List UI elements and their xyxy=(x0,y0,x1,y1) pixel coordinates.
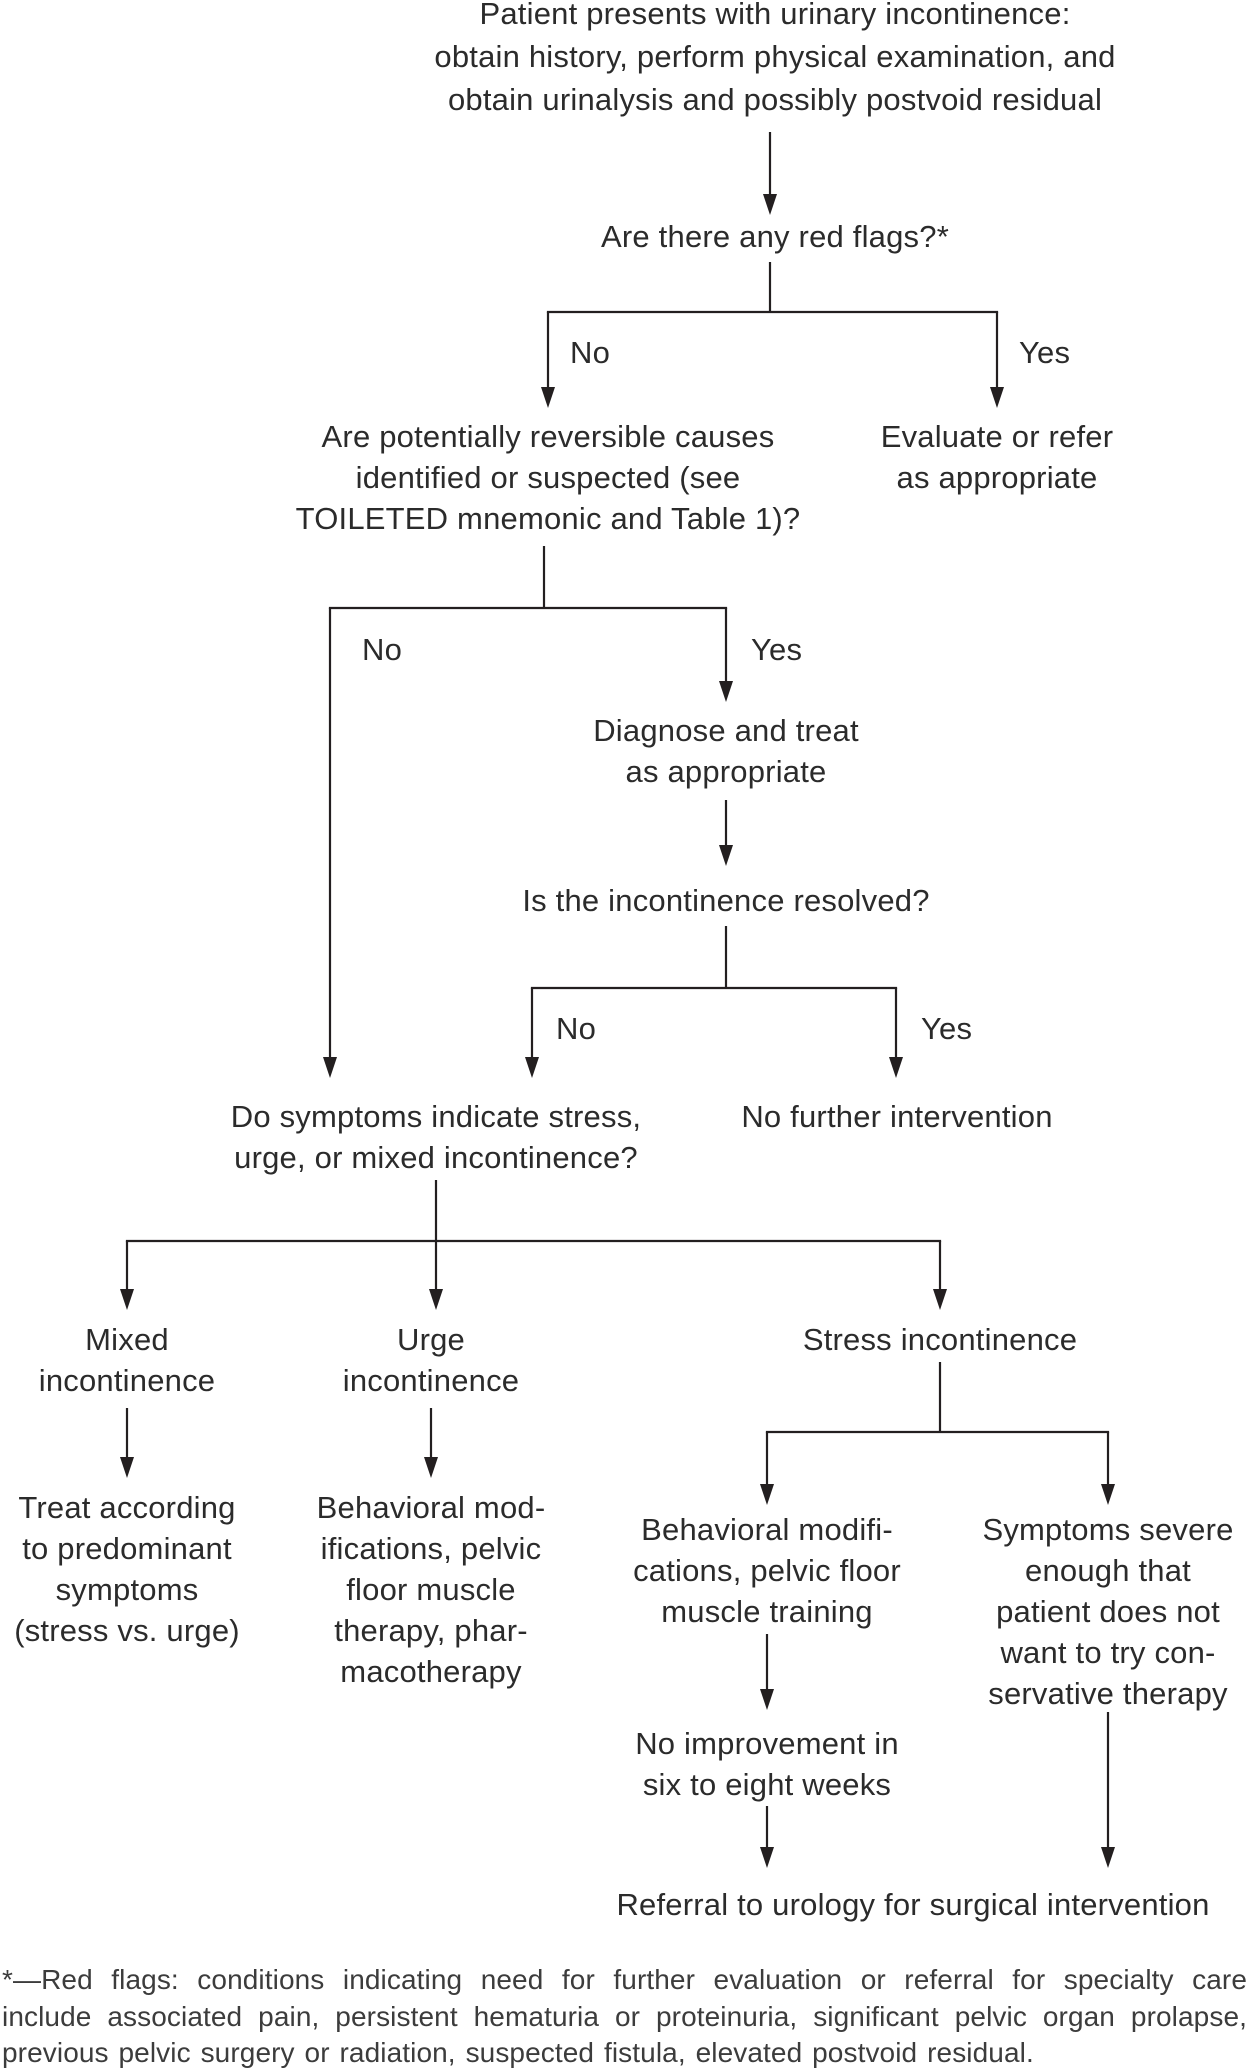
node-resolved-question: Is the incontinence resolved? xyxy=(522,883,930,918)
branch-symptom-type xyxy=(120,1180,947,1310)
label-reversible-yes: Yes xyxy=(751,632,803,667)
node-evaluate-refer: Evaluate or refer as appropriate xyxy=(880,419,1114,495)
node-start: Patient presents with urinary incontinen… xyxy=(434,0,1116,117)
arrow-urge-to-treatment xyxy=(424,1408,438,1478)
branch-reversible-causes xyxy=(323,546,733,1078)
node-stress-incontinence: Stress incontinence xyxy=(802,1322,1078,1357)
footnote-line-2: include associated pain, persistent hema… xyxy=(2,2001,1247,2032)
arrow-severe-to-referral xyxy=(1101,1712,1115,1868)
node-no-further-intervention: No further intervention xyxy=(741,1099,1053,1134)
branch-redflags xyxy=(541,262,1004,408)
arrow-diagnose-to-resolved xyxy=(719,800,733,866)
node-urge-treatment: Behavioral mod- ifications, pelvic floor… xyxy=(316,1490,546,1689)
node-red-flags-question: Are there any red flags?* xyxy=(601,219,949,254)
footnote-line-3: previous pelvic surgery or radiation, su… xyxy=(2,2037,1034,2068)
arrow-noimprovement-to-referral xyxy=(760,1806,774,1868)
arrow-start-to-redflags xyxy=(763,132,777,215)
node-symptom-type-question: Do symptoms indicate stress, urge, or mi… xyxy=(230,1099,642,1175)
node-urge-incontinence: Urge incontinence xyxy=(342,1322,520,1398)
arrow-conservative-to-noimprovement xyxy=(760,1634,774,1710)
branch-stress xyxy=(760,1362,1115,1505)
node-referral: Referral to urology for surgical interve… xyxy=(616,1887,1210,1922)
footnote-line-1: *—Red flags: conditions indicating need … xyxy=(2,1964,1247,1995)
node-stress-conservative: Behavioral modifi- cations, pelvic floor… xyxy=(633,1512,901,1629)
node-diagnose-treat: Diagnose and treat as appropriate xyxy=(593,713,859,789)
label-reversible-no: No xyxy=(362,632,403,667)
label-resolved-no: No xyxy=(556,1011,597,1046)
node-mixed-treatment: Treat according to predominant symptoms … xyxy=(14,1490,240,1648)
node-reversible-causes-question: Are potentially reversible causes identi… xyxy=(295,419,801,536)
node-stress-severe: Symptoms severe enough that patient does… xyxy=(982,1512,1234,1711)
arrow-mixed-to-treatment xyxy=(120,1408,134,1478)
node-no-improvement: No improvement in six to eight weeks xyxy=(635,1726,899,1802)
label-red-flags-no: No xyxy=(570,335,611,370)
node-mixed-incontinence: Mixed incontinence xyxy=(38,1322,216,1398)
label-resolved-yes: Yes xyxy=(921,1011,973,1046)
branch-resolved xyxy=(525,926,903,1078)
label-red-flags-yes: Yes xyxy=(1019,335,1071,370)
